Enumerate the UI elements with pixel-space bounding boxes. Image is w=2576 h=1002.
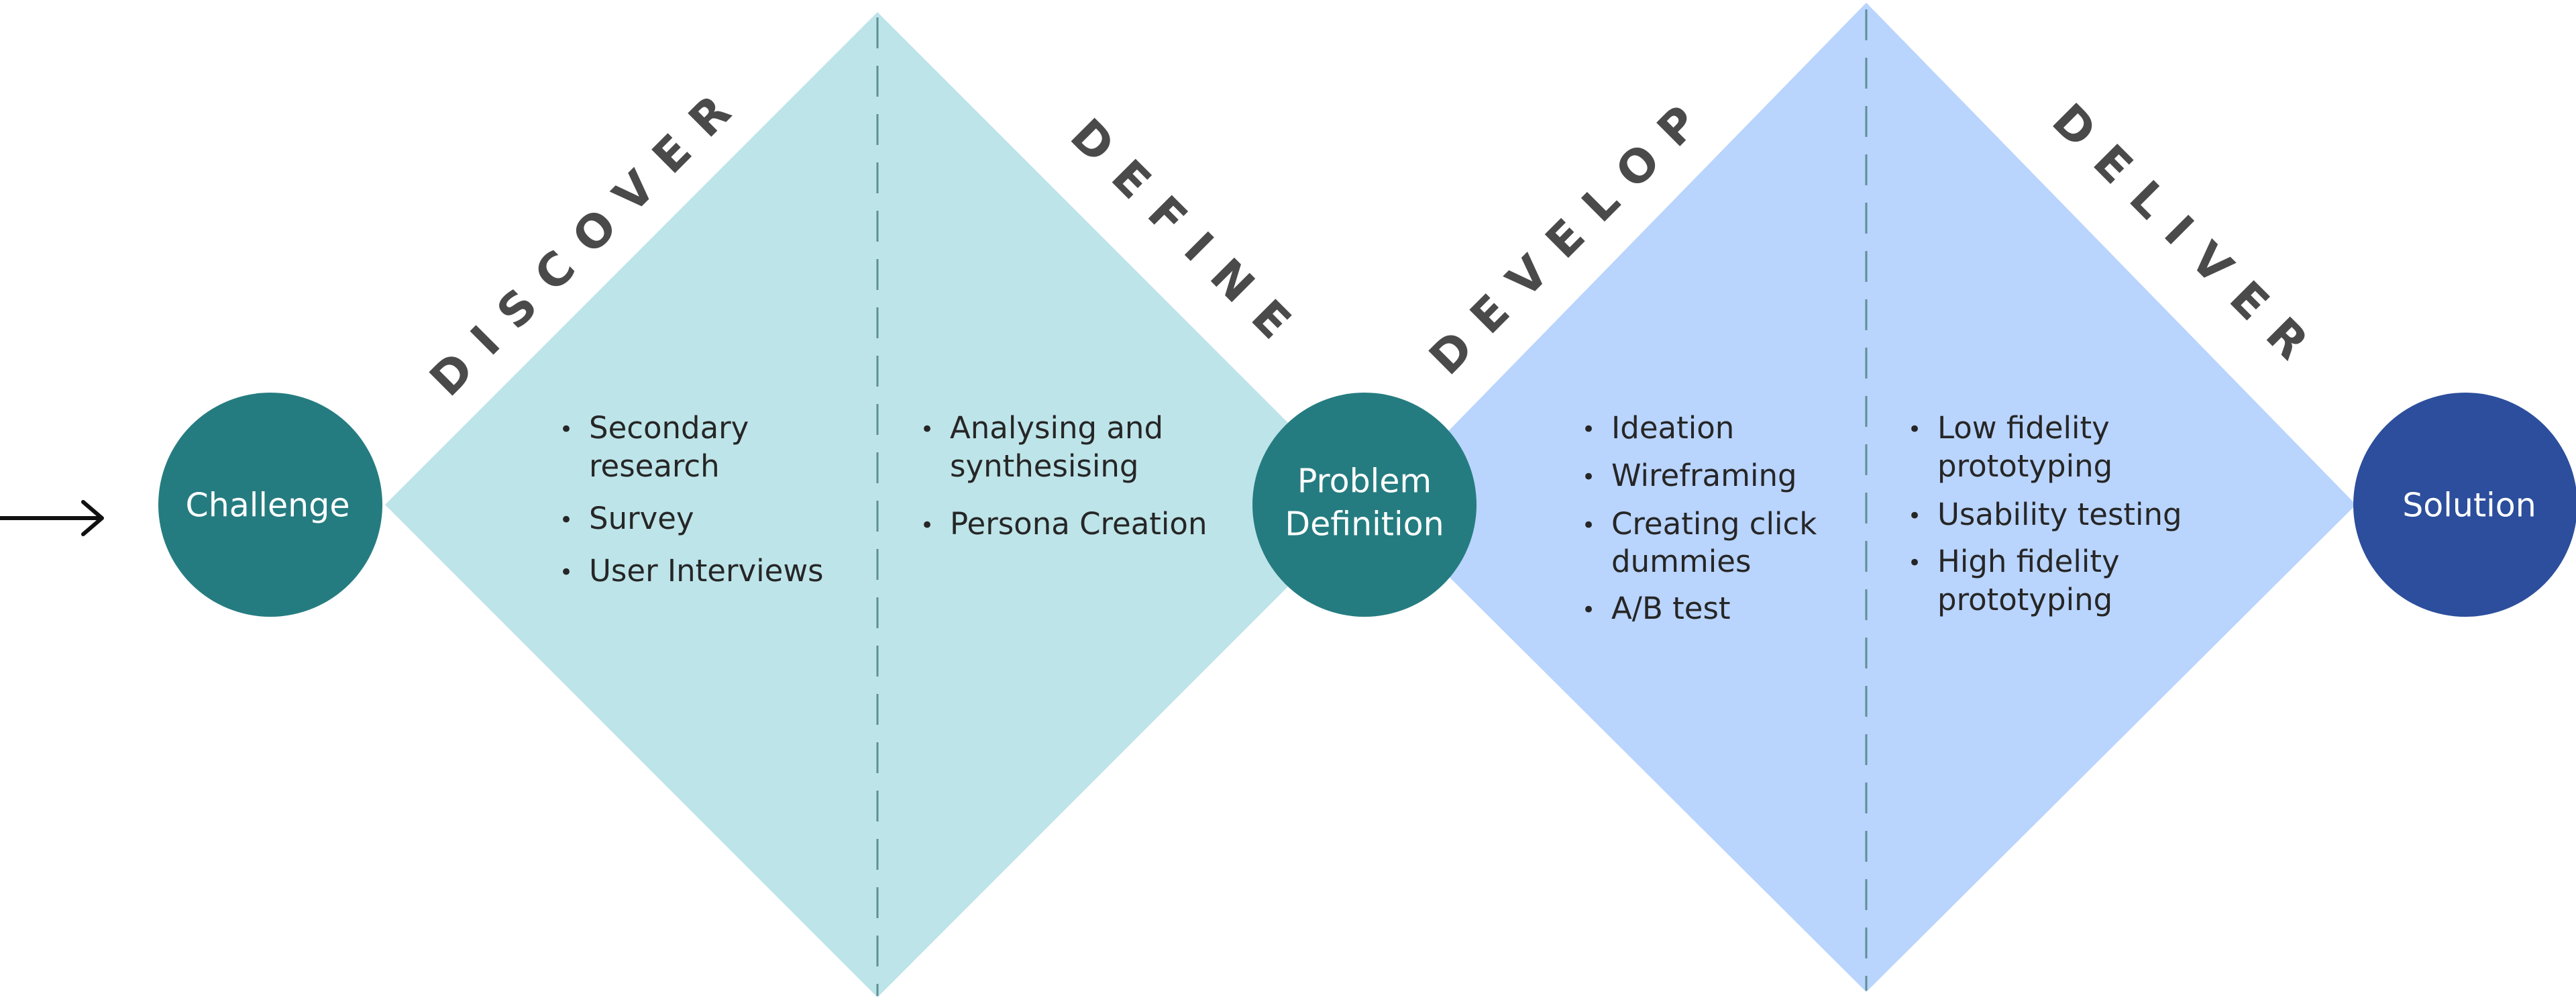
bullet-dot: • bbox=[920, 416, 934, 443]
bullet-dot: • bbox=[1908, 550, 1921, 577]
deliver-item-line: prototyping bbox=[1937, 448, 2112, 484]
deliver-item-line: prototyping bbox=[1937, 582, 2112, 617]
discover-item-line: Survey bbox=[589, 501, 694, 536]
develop-item-line: A/B test bbox=[1611, 591, 1731, 626]
solution-label: Solution bbox=[2402, 487, 2536, 525]
solution-node bbox=[2353, 393, 2576, 617]
bullet-dot: • bbox=[559, 507, 573, 534]
problem-definition-label-line1: Problem bbox=[1297, 462, 1432, 501]
develop-item-line: Wireframing bbox=[1611, 458, 1797, 493]
problem-definition-node bbox=[1252, 393, 1477, 617]
develop-item-line: dummies bbox=[1611, 544, 1751, 579]
bullet-dot: • bbox=[1908, 416, 1921, 443]
bullet-dot: • bbox=[1582, 464, 1595, 491]
bullet-dot: • bbox=[559, 559, 573, 586]
bullet-dot: • bbox=[1582, 416, 1595, 443]
define-item-line: Persona Creation bbox=[950, 506, 1208, 542]
bullet-dot: • bbox=[1582, 597, 1595, 623]
entry-arrow-head bbox=[81, 500, 104, 536]
bullet-dot: • bbox=[559, 416, 573, 443]
challenge-label: Challenge bbox=[186, 487, 350, 525]
bullet-dot: • bbox=[1582, 512, 1595, 539]
deliver-item-line: Usability testing bbox=[1937, 497, 2182, 532]
discover-item-line: User Interviews bbox=[589, 553, 824, 589]
deliver-item-line: High fidelity bbox=[1937, 544, 2120, 579]
bullet-dot: • bbox=[1908, 503, 1921, 530]
problem-definition-label-line2: Definition bbox=[1285, 505, 1444, 544]
define-item-line: synthesising bbox=[950, 448, 1138, 484]
develop-activity-list: • Ideation • Wireframing • Creating clickdumm… bbox=[1582, 410, 1817, 626]
develop-item-line: Creating click bbox=[1611, 506, 1817, 542]
discover-item-line: research bbox=[589, 448, 720, 484]
develop-item-line: Ideation bbox=[1611, 410, 1734, 446]
arrow-right-icon bbox=[0, 500, 104, 536]
deliver-item-line: Low fidelity bbox=[1937, 410, 2110, 446]
discover-item-line: Secondary bbox=[589, 410, 749, 446]
bullet-dot: • bbox=[920, 512, 934, 539]
define-item-line: Analysing and bbox=[950, 410, 1163, 446]
challenge-node bbox=[158, 393, 382, 617]
